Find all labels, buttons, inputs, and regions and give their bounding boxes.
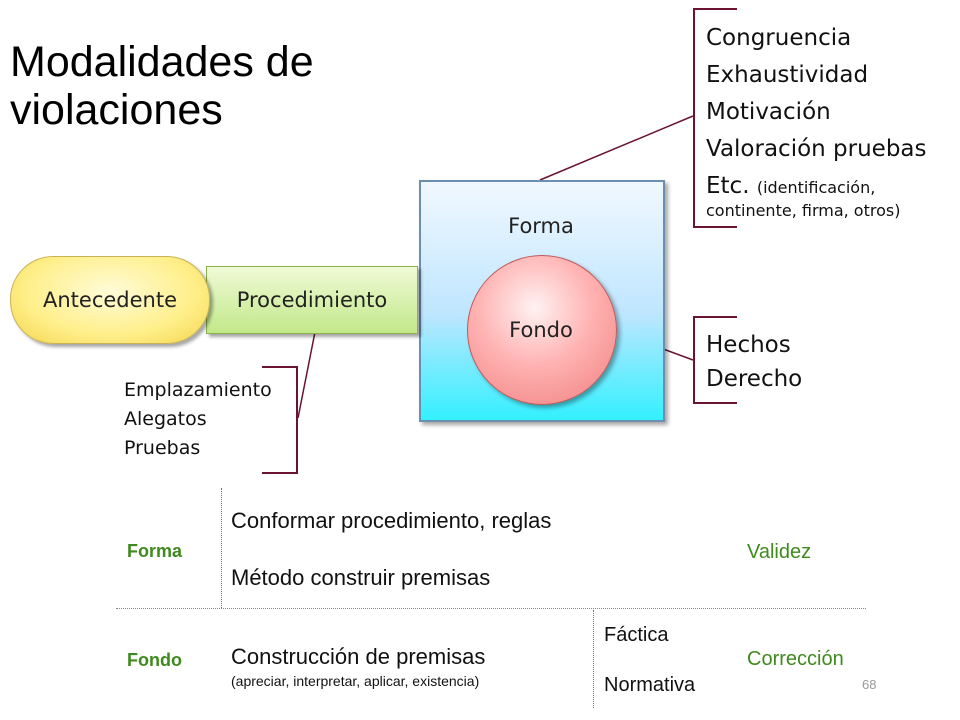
- fondo-criteria-list: Hechos Derecho: [706, 328, 802, 396]
- list-item: Derecho: [706, 366, 803, 392]
- list-item: Valoración pruebas: [706, 136, 927, 162]
- antecedente-label: Antecedente: [42, 288, 177, 312]
- fondo-result: Corrección: [747, 648, 844, 670]
- connector-forma: [539, 115, 694, 181]
- forma-description-1: Conformar procedimiento, reglas: [231, 508, 552, 533]
- fondo-sub-normativa: Normativa: [604, 674, 696, 696]
- slide-title: Modalidades de violaciones: [10, 38, 314, 134]
- page-number: 68: [862, 677, 877, 692]
- fondo-label: Fondo: [509, 318, 573, 342]
- procedimiento-bracket: [262, 366, 298, 474]
- fondo-circle: [467, 255, 617, 405]
- forma-result: Validez: [747, 541, 812, 563]
- list-item: Emplazamiento: [124, 379, 272, 401]
- table-divider-vertical: [593, 610, 594, 708]
- list-item: Alegatos: [124, 408, 207, 430]
- list-item: Congruencia: [706, 25, 852, 51]
- connector-procedimiento: [297, 331, 316, 419]
- forma-label: Forma: [508, 214, 574, 238]
- antecedente-pill: Antecedente: [10, 256, 210, 344]
- etc-note: (identificación,: [756, 178, 876, 197]
- table-divider-horizontal: [116, 608, 866, 609]
- procedimiento-label: Procedimiento: [236, 288, 388, 312]
- list-item: Exhaustividad: [706, 62, 869, 88]
- list-item-etc: Etc. (identificación,: [706, 173, 876, 199]
- table-row-label-forma: Forma: [127, 541, 183, 561]
- fondo-description-2: (apreciar, interpretar, aplicar, existen…: [231, 673, 480, 689]
- fondo-sub-factica: Fáctica: [604, 624, 669, 646]
- list-item: Pruebas: [124, 437, 201, 459]
- forma-bracket: [693, 8, 737, 228]
- fondo-bracket: [693, 316, 737, 404]
- forma-description-2: Método construir premisas: [231, 565, 491, 590]
- forma-criteria-list: Congruencia Exhaustividad Motivación Val…: [706, 20, 927, 222]
- fondo-description-1: Construcción de premisas: [231, 644, 486, 669]
- procedimiento-box: Procedimiento: [206, 266, 418, 334]
- table-row-label-fondo: Fondo: [127, 650, 182, 670]
- table-divider-vertical: [221, 488, 222, 608]
- etc-note-continued: continente, firma, otros): [706, 201, 901, 220]
- procedimiento-criteria-list: Emplazamiento Alegatos Pruebas: [124, 376, 272, 463]
- list-item: Motivación: [706, 99, 831, 125]
- list-item: Hechos: [706, 332, 791, 358]
